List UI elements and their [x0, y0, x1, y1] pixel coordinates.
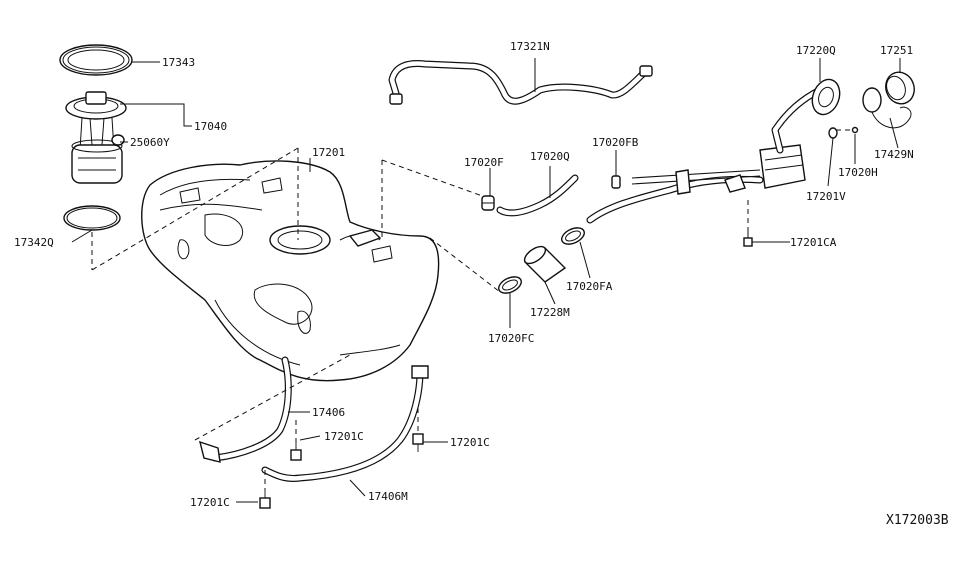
label-17201c-a: 17201C [324, 430, 364, 443]
label-17228m: 17228M [530, 306, 570, 319]
hose-clamp-17020fa[interactable] [559, 225, 587, 248]
bolt-17201c-a[interactable] [290, 440, 302, 461]
hose-clamp-17020f[interactable] [481, 195, 495, 211]
label-17020f: 17020F [464, 156, 504, 169]
cap-tether-part[interactable] [862, 87, 912, 129]
label-17321n: 17321N [510, 40, 550, 53]
label-17020h: 17020H [838, 166, 878, 179]
label-17201c-c: 17201C [190, 496, 230, 509]
bolt-17201c-b[interactable] [412, 433, 424, 452]
pump-gasket-part[interactable] [63, 205, 121, 231]
vent-tube-part[interactable] [388, 60, 653, 105]
reference-code: X172003B [886, 513, 949, 528]
hose-clamp-17020fc[interactable] [496, 274, 524, 297]
hose-clamp-17020fb[interactable] [611, 175, 621, 189]
lock-ring-part[interactable] [59, 44, 133, 76]
grommet-17201v[interactable] [828, 127, 838, 139]
fuel-tank-part[interactable] [141, 160, 440, 382]
filler-tube-part[interactable] [586, 76, 844, 224]
label-17201ca: 17201CA [790, 236, 837, 249]
label-17040: 17040 [194, 120, 227, 133]
fuel-pump-module-part[interactable] [65, 91, 127, 184]
connector-hose-part[interactable] [522, 243, 567, 283]
tank-strap-17406[interactable] [199, 356, 292, 463]
label-17201v: 17201V [806, 190, 846, 203]
label-17220q: 17220Q [796, 44, 836, 57]
filler-cap-part[interactable] [881, 68, 918, 108]
label-17020fa: 17020FA [566, 280, 613, 293]
label-17251: 17251 [880, 44, 913, 57]
screw-17020h[interactable] [851, 126, 859, 134]
label-17406m: 17406M [368, 490, 408, 503]
label-17201c-b: 17201C [450, 436, 490, 449]
tank-strap-17406m[interactable] [261, 365, 429, 482]
label-17020fb: 17020FB [592, 136, 639, 149]
label-17020fc: 17020FC [488, 332, 534, 345]
label-17201: 17201 [312, 146, 345, 159]
label-17429n: 17429N [874, 148, 914, 161]
bolt-17201ca[interactable] [743, 200, 753, 247]
label-17343: 17343 [162, 56, 195, 69]
label-17020q: 17020Q [530, 150, 570, 163]
label-17342q: 17342Q [14, 236, 54, 249]
label-17406: 17406 [312, 406, 345, 419]
bolt-17201c-c[interactable] [259, 490, 271, 509]
label-25060y: 25060Y [130, 136, 170, 149]
